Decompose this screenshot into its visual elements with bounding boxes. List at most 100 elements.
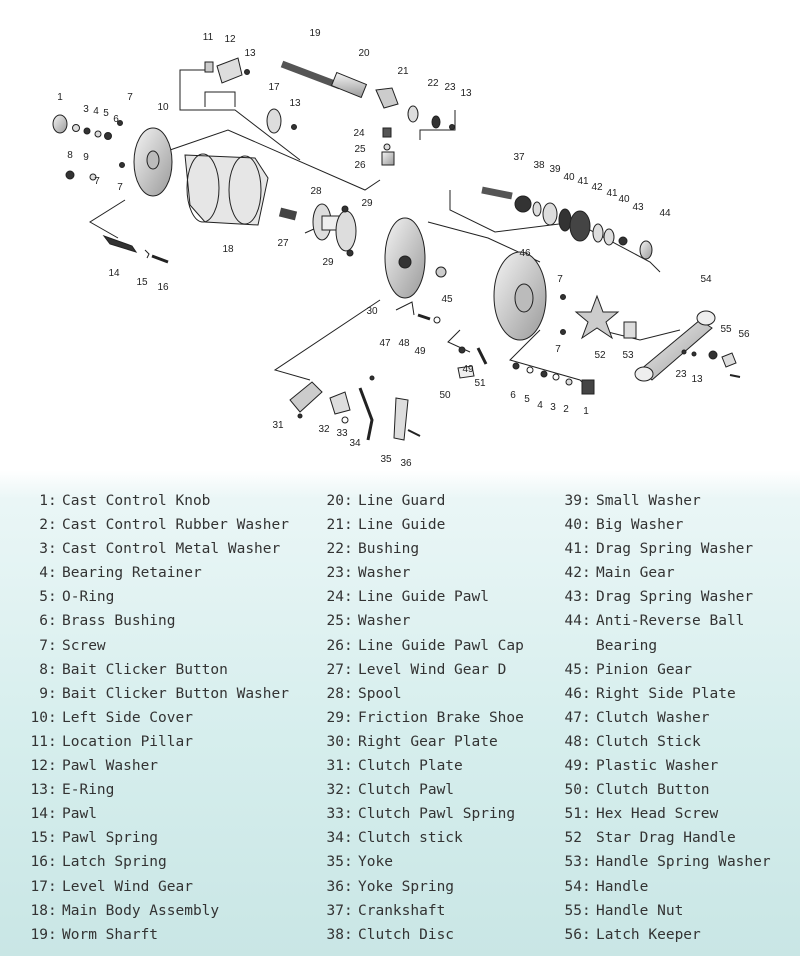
legend-item-name: Handle Nut [596,902,684,919]
assembly-line [89,199,126,239]
legend-item-name: Crankshaft [358,902,446,919]
legend-item-name: Line Guide Pawl Cap [358,637,524,654]
legend-item-20: 20:Line Guard [318,489,524,513]
legend-item-3: 3:Cast Control Metal Washer [22,537,289,561]
legend-item-number: 42 [564,565,582,582]
part-location-pillar [204,61,214,73]
part-e-ring [691,351,697,357]
part-washer [565,378,573,386]
callout-label-15: 15 [136,277,148,288]
part-spool-flange [335,210,357,252]
legend-item-12: 12:Pawl Washer [22,754,289,778]
callout-label-18: 18 [222,244,234,255]
part-washer [94,130,102,138]
legend-item-10: 10:Left Side Cover [22,706,289,730]
legend-item-number: 31 [326,758,344,775]
callout-label-8: 8 [67,150,73,161]
part-main-gear [569,210,591,242]
legend-item-name: Pawl Washer [62,758,159,775]
legend-item-number: 6 [39,613,48,630]
callout-label-31: 31 [272,420,284,431]
part-washer [552,373,560,381]
part-drag-spring-washer [558,208,572,232]
callout-label-48: 48 [398,338,410,349]
legend-item-19: 19:Worm Sharft [22,923,289,947]
part-washer [618,236,628,246]
legend-item-separator: : [344,854,353,871]
callout-label-21: 21 [397,66,409,77]
callout-label-6: 6 [113,114,119,125]
part-bushing [407,105,419,123]
legend-item-name: Line Guide Pawl [358,589,489,606]
legend-item-name: Bushing [358,541,420,558]
legend-item-separator: : [582,589,591,606]
legend-item-name: Drag Spring Washer [596,541,754,558]
part-yoke-spring [407,429,421,437]
legend-item-separator: : [48,541,57,558]
legend-item-name: Pawl [62,806,97,823]
callout-label-44: 44 [659,208,671,219]
legend-item-name: Handle Spring Washer [596,854,771,871]
legend-item-47: 47:Clutch Washer [556,706,771,730]
part-handle-knob [634,366,654,382]
callout-label-6: 6 [510,390,516,401]
legend-item-separator: : [48,782,57,799]
legend-item-name: Line Guard [358,493,446,509]
callout-label-9: 9 [83,152,89,163]
legend-item-separator: : [48,493,57,509]
legend-item-13: 13:E-Ring [22,778,289,802]
legend-item-number: 25 [326,613,344,630]
part-bushing [512,362,520,370]
legend-item-separator: : [582,878,591,895]
callout-label-4: 4 [537,400,543,411]
legend-item-39: 39:Small Washer [556,489,771,513]
legend-item-33: 33:Clutch Pawl Spring [318,802,524,826]
legend-item-14: 14:Pawl [22,802,289,826]
legend-item-25: 25:Washer [318,609,524,633]
legend-item-number: 19 [30,926,48,943]
callout-label-30: 30 [366,306,378,317]
legend-item-44: 44:Anti-Reverse Ball Bearing [556,609,771,657]
part-screw [560,294,566,300]
legend-item-number: 44 [564,613,582,630]
legend-item-name: Cast Control Knob [62,493,211,509]
legend-item-6: 6:Brass Bushing [22,609,289,633]
part-right-side-plate-hub [514,283,534,313]
part-clutch-pawl [329,391,351,415]
legend-item-number: 35 [326,854,344,871]
legend-item-34: 34:Clutch stick [318,826,524,850]
callout-label-3: 3 [83,104,89,115]
assembly-line [599,329,681,341]
legend-item-name: Clutch stick [358,830,463,847]
legend-item-number: 1 [39,493,48,509]
part-latch-keeper [721,352,737,368]
legend-item-number: 55 [564,902,582,919]
legend-item-46: 46:Right Side Plate [556,682,771,706]
callout-label-53: 53 [622,350,634,361]
assembly-line [179,69,301,161]
callout-label-36: 36 [400,458,412,469]
legend-item-48: 48:Clutch Stick [556,730,771,754]
assembly-line [419,110,456,140]
callout-label-5: 5 [103,108,109,119]
legend-item-43: 43:Drag Spring Washer [556,585,771,609]
callout-label-23: 23 [444,82,456,93]
callout-label-56: 56 [738,329,750,340]
legend-item-number: 9 [39,685,48,702]
callout-label-1: 1 [583,406,589,417]
legend-item-separator: : [582,661,591,678]
legend-item-15: 15:Pawl Spring [22,826,289,850]
callout-label-46: 46 [519,248,531,259]
part-worm-shaft [280,60,342,90]
part-clutch-washer [395,301,415,316]
legend-item-separator: : [48,637,57,654]
callout-label-38: 38 [533,160,545,171]
legend-item-number: 47 [564,709,582,726]
callout-label-25: 25 [354,144,366,155]
callout-label-5: 5 [524,394,530,405]
legend-item-name: Bait Clicker Button Washer [62,685,289,702]
legend-item-separator: : [344,589,353,606]
part-pawl-washer [216,57,243,84]
callout-label-22: 22 [427,78,439,89]
legend-item-53: 53:Handle Spring Washer [556,850,771,874]
